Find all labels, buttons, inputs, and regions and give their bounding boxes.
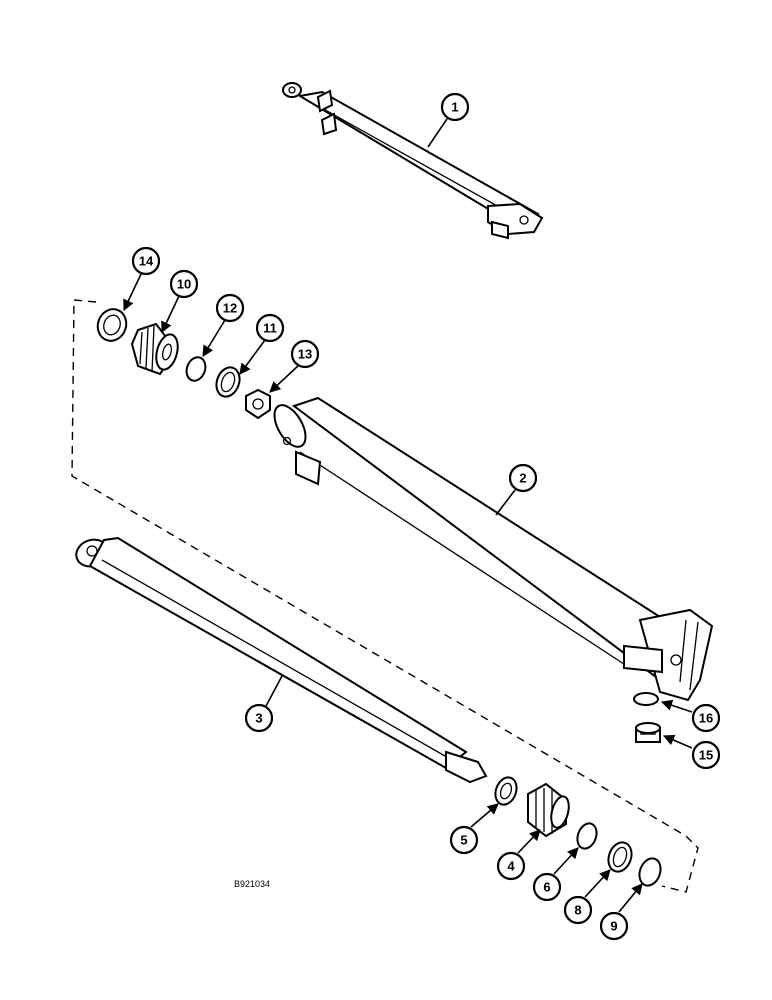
callout-11: 11 <box>255 313 285 343</box>
callout-12: 12 <box>215 293 245 323</box>
callout-6: 6 <box>532 872 562 902</box>
svg-text:11: 11 <box>263 321 277 336</box>
svg-text:2: 2 <box>519 471 526 486</box>
part-15-plug <box>635 722 661 743</box>
part-12-o-ring <box>185 356 207 382</box>
part-10-piston <box>130 322 179 376</box>
callout-14: 14 <box>131 246 161 276</box>
svg-text:5: 5 <box>460 833 467 848</box>
part-6-o-ring <box>576 822 598 850</box>
part-2-barrel <box>273 396 714 702</box>
part-3-piston-rod <box>75 536 488 784</box>
figure-id-label: B921034 <box>234 879 270 889</box>
callout-3: 3 <box>244 703 274 733</box>
callout-13: 13 <box>290 339 320 369</box>
svg-text:16: 16 <box>699 711 713 726</box>
svg-text:6: 6 <box>543 880 550 895</box>
svg-text:3: 3 <box>255 711 262 726</box>
callout-1: 1 <box>440 92 470 122</box>
svg-text:10: 10 <box>177 277 191 292</box>
svg-text:8: 8 <box>574 903 581 918</box>
callout-4: 4 <box>496 851 526 881</box>
svg-text:9: 9 <box>610 919 617 934</box>
callout-8: 8 <box>563 895 593 925</box>
svg-text:4: 4 <box>507 859 515 874</box>
leader-lines <box>123 118 693 913</box>
svg-text:12: 12 <box>223 301 237 316</box>
svg-text:14: 14 <box>139 254 154 269</box>
part-1-cylinder-assembly <box>282 82 544 240</box>
part-5-wiper <box>494 776 518 806</box>
part-9-o-ring <box>638 857 662 887</box>
callout-10: 10 <box>169 269 199 299</box>
part-8-backup-ring <box>607 841 633 873</box>
callout-9: 9 <box>599 911 629 941</box>
svg-text:13: 13 <box>298 347 312 362</box>
callout-5: 5 <box>449 825 479 855</box>
part-14-wiper <box>96 308 128 342</box>
part-16-o-ring <box>633 692 659 706</box>
part-13-nut <box>245 388 271 420</box>
callout-16: 16 <box>691 703 721 733</box>
part-4-gland <box>527 782 570 838</box>
callout-15: 15 <box>691 740 721 770</box>
assembly-dashed-outline <box>71 299 699 893</box>
svg-text:15: 15 <box>699 748 713 763</box>
svg-text:1: 1 <box>451 100 458 115</box>
callout-2: 2 <box>508 463 538 493</box>
part-11-backup-ring <box>215 366 241 398</box>
